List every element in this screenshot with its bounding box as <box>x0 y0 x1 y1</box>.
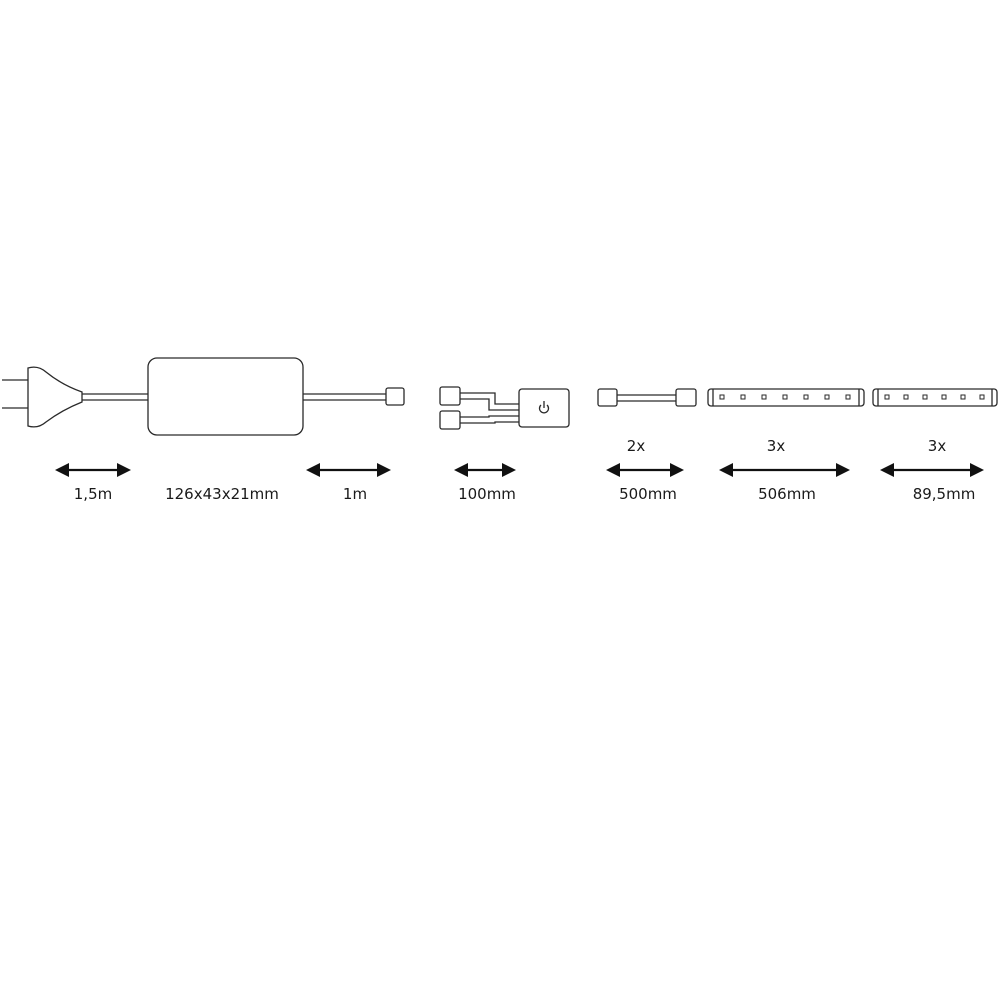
dimension-label: 126x43x21mm <box>165 485 279 503</box>
led-chip <box>884 394 890 400</box>
led-chip <box>782 394 788 400</box>
dimension-arrow <box>454 463 516 477</box>
power-button-icon <box>538 401 550 414</box>
led-chip <box>903 394 909 400</box>
led-chip <box>979 394 985 400</box>
dimension-arrow <box>719 463 850 477</box>
quantity-label: 3x <box>928 437 947 455</box>
led-chip <box>922 394 928 400</box>
led-chip <box>845 394 851 400</box>
output-cable <box>303 393 386 401</box>
led-strip-short-icon <box>872 388 998 407</box>
quantity-label: 2x <box>627 437 646 455</box>
dimension-label: 506mm <box>758 485 816 503</box>
dimension-arrow <box>55 463 131 477</box>
plug-cable <box>82 393 148 401</box>
led-chip <box>803 394 809 400</box>
dimension-arrow <box>606 463 684 477</box>
led-chip <box>941 394 947 400</box>
led-chip <box>824 394 830 400</box>
quantity-label: 3x <box>767 437 786 455</box>
power-supply-box-icon <box>147 357 304 436</box>
power-plug-icon <box>2 366 83 428</box>
dimension-label: 89,5mm <box>913 485 976 503</box>
dimension-arrow <box>880 463 984 477</box>
dimension-label: 100mm <box>458 485 516 503</box>
led-chip <box>960 394 966 400</box>
dimension-arrow <box>306 463 391 477</box>
led-chip <box>719 394 725 400</box>
led-strip-long-icon <box>707 388 865 407</box>
dimension-label: 500mm <box>619 485 677 503</box>
output-cable-connector-icon <box>385 387 405 406</box>
dimension-label: 1m <box>343 485 367 503</box>
connector-cable-icon <box>597 388 697 407</box>
led-chip <box>761 394 767 400</box>
led-chip <box>740 394 746 400</box>
dimension-label: 1,5m <box>74 485 112 503</box>
y-splitter-cable-icon <box>439 386 570 430</box>
